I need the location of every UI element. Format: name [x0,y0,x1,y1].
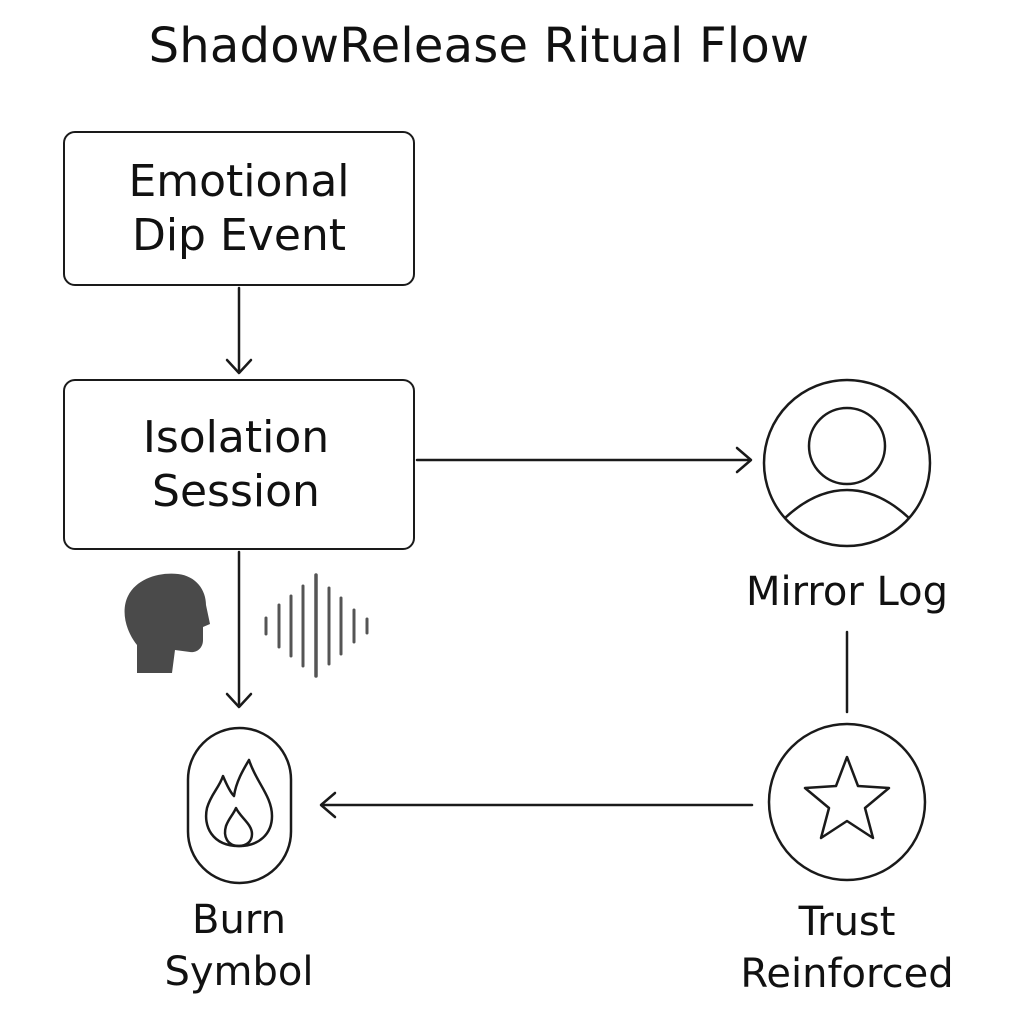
emotional-dip-line1: Emotional [128,155,350,207]
sound-wave-icon [264,573,369,678]
trust-line1: Trust [798,899,896,945]
arrow-trust-to-burn [319,791,754,819]
burn-symbol-label: Burn Symbol [119,894,359,998]
head-silhouette-icon [124,573,210,673]
burn-line2: Symbol [164,949,314,995]
arrow-isolation-to-burn [225,550,253,709]
isolation-line1: Isolation [142,411,330,463]
emotional-dip-event-node: Emotional Dip Event [63,131,415,286]
trust-line2: Reinforced [740,951,954,997]
emotional-dip-event-label: Emotional Dip Event [128,155,349,263]
mirror-log-label: Mirror Log [727,566,967,618]
star-icon [767,722,927,882]
emotional-dip-line2: Dip Event [131,209,347,261]
trust-reinforced-label: Trust Reinforced [717,896,977,1000]
arrow-dip-to-isolation [225,286,253,375]
isolation-session-node: Isolation Session [63,379,415,550]
user-avatar-icon [762,378,932,548]
isolation-line2: Session [152,465,320,517]
burn-line1: Burn [192,897,286,943]
arrow-isolation-to-mirror-log [415,446,753,474]
mirror-log-text: Mirror Log [745,569,948,615]
flame-icon [186,726,293,885]
page-title: ShadowRelease Ritual Flow [148,18,810,74]
isolation-session-label: Isolation Session [143,411,329,519]
